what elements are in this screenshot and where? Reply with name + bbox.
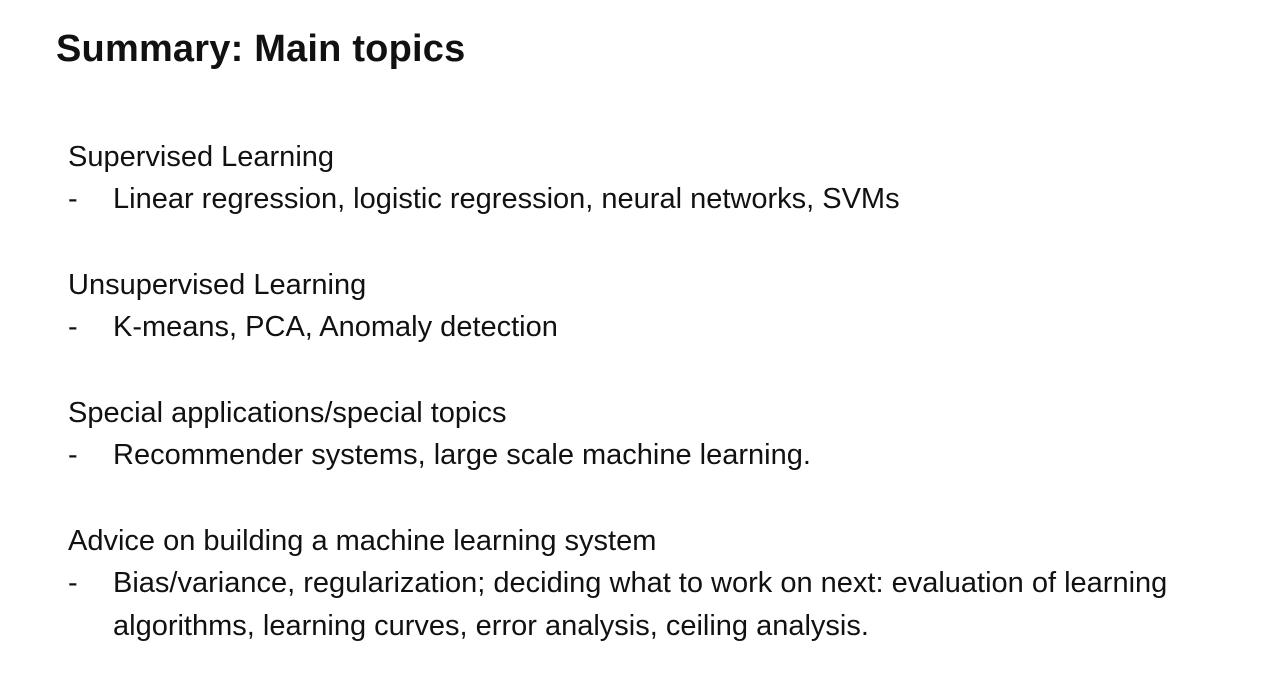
bullet-dash: - — [68, 311, 78, 343]
topic-unsupervised-learning: Unsupervised Learning - K-means, PCA, An… — [68, 264, 1258, 349]
topic-detail: - Recommender systems, large scale machi… — [68, 434, 1258, 477]
topic-special-applications: Special applications/special topics - Re… — [68, 392, 1258, 477]
topic-detail-text: Linear regression, logistic regression, … — [113, 183, 900, 215]
topic-ml-system-advice: Advice on building a machine learning sy… — [68, 520, 1258, 648]
topic-detail-text: K-means, PCA, Anomaly detection — [113, 311, 558, 343]
topic-detail-text: Bias/variance, regularization; deciding … — [113, 567, 1168, 642]
topic-detail: - Bias/variance, regularization; decidin… — [68, 562, 1258, 648]
topic-supervised-learning: Supervised Learning - Linear regression,… — [68, 136, 1258, 221]
topic-heading: Advice on building a machine learning sy… — [68, 525, 657, 557]
topic-detail: - K-means, PCA, Anomaly detection — [68, 306, 1258, 349]
topic-heading: Unsupervised Learning — [68, 269, 367, 301]
topic-list: Supervised Learning - Linear regression,… — [68, 136, 1258, 691]
topic-detail: - Linear regression, logistic regression… — [68, 178, 1258, 221]
slide-title: Summary: Main topics — [56, 28, 466, 70]
bullet-dash: - — [68, 567, 78, 599]
topic-heading: Supervised Learning — [68, 141, 335, 173]
bullet-dash: - — [68, 183, 78, 215]
bullet-dash: - — [68, 439, 78, 471]
topic-detail-text: Recommender systems, large scale machine… — [113, 439, 811, 471]
topic-heading: Special applications/special topics — [68, 397, 507, 429]
